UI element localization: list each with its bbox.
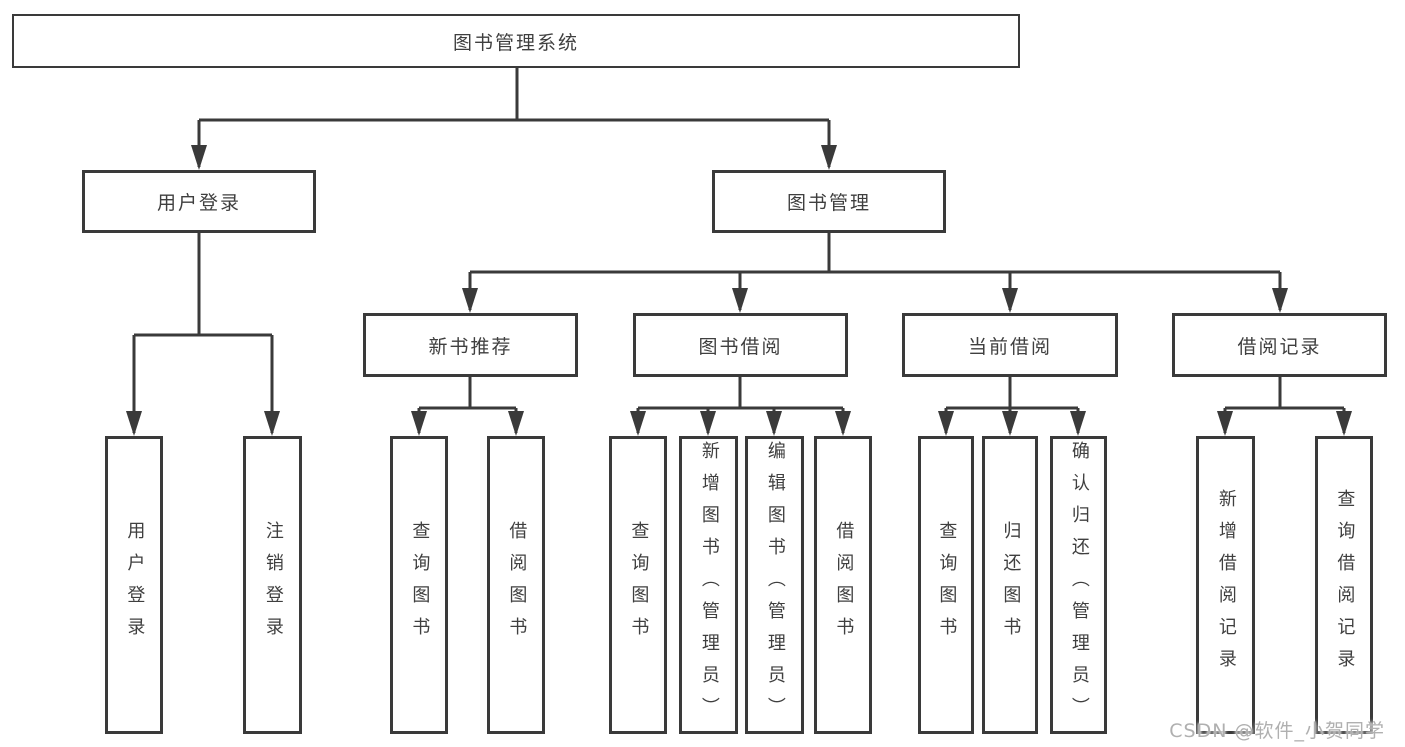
leaf-label: 新增图书（管理员） [698, 441, 720, 729]
node-label: 图书管理系统 [452, 31, 579, 54]
leaf-label: 归还图书 [1000, 521, 1022, 649]
node-label: 用户登录 [156, 192, 241, 214]
leaf-label: 借阅图书 [833, 521, 855, 649]
leaf-query-books-recommend: 查询图书 [390, 436, 448, 734]
leaf-confirm-return-admin: 确认归还（管理员） [1050, 436, 1107, 734]
node-label: 图书管理 [786, 192, 871, 214]
arrowheads [126, 145, 1352, 436]
leaf-edit-books-admin: 编辑图书（管理员） [745, 436, 804, 734]
leaf-label: 查询图书 [409, 521, 431, 649]
leaf-add-borrow-record: 新增借阅记录 [1196, 436, 1255, 734]
leaf-label: 用户登录 [124, 521, 146, 649]
leaf-query-borrow-record: 查询借阅记录 [1315, 436, 1373, 734]
leaf-label: 注销登录 [262, 521, 284, 649]
node-book-borrow: 图书借阅 [633, 313, 848, 377]
node-label: 图书借阅 [698, 335, 783, 358]
leaf-add-books-admin: 新增图书（管理员） [679, 436, 738, 734]
node-borrow-records: 借阅记录 [1172, 313, 1387, 377]
leaf-borrow-books-recommend: 借阅图书 [487, 436, 545, 734]
node-label: 借阅记录 [1237, 335, 1322, 358]
leaf-query-books-borrow: 查询图书 [609, 436, 667, 734]
leaf-label: 编辑图书（管理员） [764, 441, 786, 729]
leaf-label: 借阅图书 [506, 521, 528, 649]
leaf-query-books-current: 查询图书 [918, 436, 974, 734]
node-user-login: 用户登录 [82, 170, 316, 233]
leaf-label: 查询图书 [628, 521, 650, 649]
leaf-logout: 注销登录 [243, 436, 302, 734]
leaf-label: 查询借阅记录 [1334, 489, 1356, 681]
leaf-borrow-books: 借阅图书 [814, 436, 872, 734]
csdn-watermark: CSDN @软件_小贺同学 [1169, 720, 1385, 742]
node-label: 当前借阅 [967, 335, 1052, 358]
node-current-borrow: 当前借阅 [902, 313, 1118, 377]
leaf-label: 查询图书 [936, 521, 958, 649]
leaf-return-books: 归还图书 [982, 436, 1038, 734]
node-new-book-recommend: 新书推荐 [363, 313, 578, 377]
node-library-management-system: 图书管理系统 [12, 14, 1020, 68]
node-label: 新书推荐 [428, 335, 513, 358]
leaf-user-login: 用户登录 [105, 436, 163, 734]
leaf-label: 确认归还（管理员） [1068, 441, 1090, 729]
leaf-label: 新增借阅记录 [1215, 489, 1237, 681]
node-book-management: 图书管理 [712, 170, 946, 233]
